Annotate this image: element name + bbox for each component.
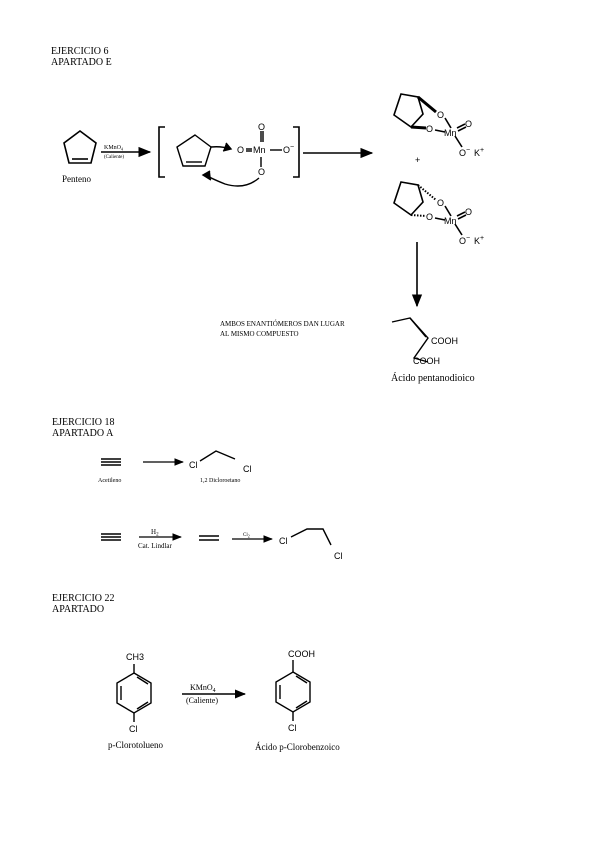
oxygen-label: O — [237, 145, 244, 155]
cl2-reagent: Cl2 — [243, 533, 250, 539]
chlorine-label: Cl — [189, 460, 198, 470]
ethylene-double-bond — [199, 535, 219, 541]
oxygen-label: O — [426, 212, 433, 222]
reactant-name-penteno: Penteno — [62, 174, 91, 184]
condition-caliente: (Caliente) — [186, 696, 218, 705]
manganese-label: Mn — [253, 145, 266, 155]
oxide-anion-label: O− — [459, 235, 470, 246]
potassium-ion-label: K+ — [474, 147, 484, 158]
intermediate-complex — [176, 131, 282, 187]
acetylene-name: Acetileno — [98, 478, 121, 484]
potassium-ion-label: K+ — [474, 235, 484, 246]
exercise6-subtitle: APARTADO E — [51, 57, 112, 68]
acetylene-triple-bond — [101, 458, 121, 466]
exercise6-heading: EJERCICIO 6 APARTADO E — [51, 46, 112, 68]
exercise22-heading: EJERCICIO 22 APARTADO — [52, 593, 115, 615]
product-name-clorobenzoico: Ácido p-Clorobenzoico — [255, 742, 340, 752]
acetylene-triple-bond — [101, 533, 121, 541]
cyclopentene-reactant — [63, 130, 97, 164]
oxygen-label: O — [465, 207, 472, 217]
manganese-label: Mn — [444, 216, 457, 226]
exercise6-title: EJERCICIO 6 — [51, 46, 109, 57]
methyl-label: CH3 — [126, 652, 144, 662]
p-chlorobenzoic-acid-ring — [275, 660, 311, 721]
dichloroethane-bonds — [290, 528, 332, 546]
manganate-ester-1 — [393, 93, 467, 148]
dichloroethane-bonds — [199, 450, 236, 462]
reactant-name-clorotolueno: p-Clorotolueno — [108, 740, 163, 750]
oxide-anion-label: O− — [283, 144, 294, 155]
cooh-label: COOH — [413, 356, 440, 366]
product-name-pentanodioico: Ácido pentanodioico — [391, 372, 475, 384]
chlorine-label: Cl — [334, 551, 343, 561]
oxide-anion-label: O− — [459, 147, 470, 158]
oxygen-label: O — [258, 167, 265, 177]
enantiomers-note-line2: AL MISMO COMPUESTO — [220, 330, 299, 338]
kmno4-reagent: KMnO4 — [104, 145, 123, 152]
chlorine-label: Cl — [243, 464, 252, 474]
oxygen-label: O — [437, 110, 444, 120]
dichloroethane-name: 1,2 Dicloroetano — [200, 478, 240, 484]
exercise18-title: EJERCICIO 18 — [52, 417, 115, 428]
pentanedioic-acid-structure — [391, 317, 429, 363]
kmno4-reagent: KMnO4 — [190, 683, 216, 694]
condition-caliente: (Caliente) — [104, 155, 124, 160]
chlorine-label: Cl — [288, 723, 297, 733]
oxygen-label: O — [426, 124, 433, 134]
oxygen-label: O — [258, 122, 265, 132]
oxygen-label: O — [465, 119, 472, 129]
exercise22-subtitle: APARTADO — [52, 604, 105, 615]
exercise18-heading: EJERCICIO 18 APARTADO A — [52, 417, 115, 439]
oxygen-label: O — [437, 198, 444, 208]
plus-sign: + — [415, 155, 420, 165]
manganate-ester-2 — [393, 181, 467, 236]
manganese-label: Mn — [444, 128, 457, 138]
p-chlorotoluene-ring — [116, 664, 152, 722]
enantiomers-note-line1: AMBOS ENANTIÓMEROS DAN LUGAR — [220, 320, 345, 328]
intermediate-brackets — [158, 126, 300, 178]
exercise18-subtitle: APARTADO A — [52, 428, 114, 439]
chlorine-label: Cl — [279, 536, 288, 546]
cooh-label: COOH — [431, 336, 458, 346]
lindlar-catalyst: Cat. Lindlar — [138, 542, 172, 550]
chlorine-label: Cl — [129, 724, 138, 734]
cooh-label: COOH — [288, 649, 315, 659]
exercise22-title: EJERCICIO 22 — [52, 593, 115, 604]
h2-reagent: H2 — [151, 528, 159, 538]
